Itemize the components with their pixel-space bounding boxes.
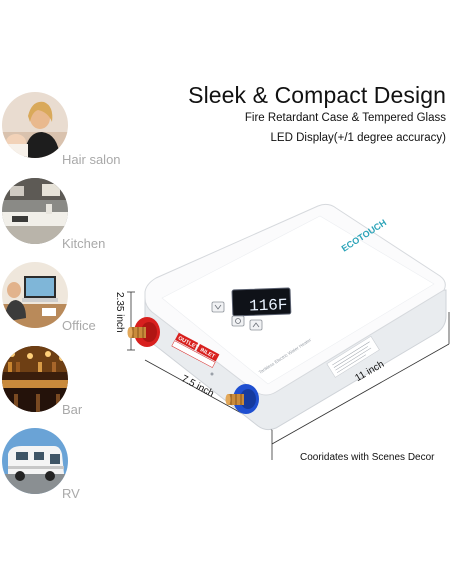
spec-label-sticker — [326, 335, 380, 378]
control-buttons — [211, 301, 263, 331]
scene-label-office: Office — [62, 318, 96, 333]
button-icons — [214, 304, 260, 328]
outlet-inlet-label — [171, 332, 220, 368]
scene-label-kitchen: Kitchen — [62, 236, 106, 251]
scene-label-bar: Bar — [62, 402, 83, 417]
height-dimension-line — [127, 291, 135, 351]
kitchen-photo — [2, 178, 68, 244]
height-dimension-label: 2.35 inch — [114, 292, 125, 333]
length-dimension-line — [271, 312, 450, 460]
feature-line-2: LED Display(+/1 degree accuracy) — [270, 132, 446, 144]
office-photo — [2, 262, 68, 328]
feature-line-1: Fire Retardant Case & Tempered Glass — [244, 112, 446, 124]
scene-label-rv: RV — [62, 486, 80, 501]
page-title: Sleek & Compact Design — [188, 82, 446, 108]
scenes-caption: Cooridates with Scenes Decor — [300, 452, 435, 463]
led-display — [231, 287, 292, 317]
display-value: 116F — [249, 296, 288, 315]
rv-photo — [2, 428, 68, 494]
scene-label-hair-salon: Hair salon — [62, 152, 121, 167]
